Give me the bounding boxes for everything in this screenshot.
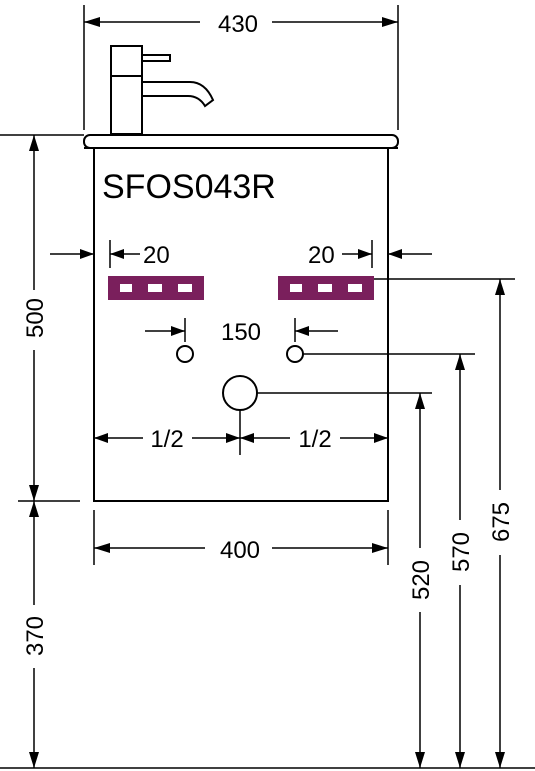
dim-half: 1/2 1/2 — [94, 426, 388, 453]
dim-hole-spacing: 150 — [145, 318, 338, 346]
dim-cabinet-width: 400 — [93, 510, 389, 565]
faucet-drawing — [110, 45, 215, 135]
dim-hole-height-label: 570 — [448, 532, 475, 572]
fixing-hole-left — [176, 345, 194, 363]
waste-hole — [222, 375, 258, 411]
dim-side-offset-left-label: 20 — [143, 242, 170, 269]
dim-top-width: 430 — [83, 5, 399, 130]
dim-hole-height: 570 — [303, 353, 475, 768]
dim-side-offset-right: 20 — [308, 240, 432, 269]
dim-side-offset-right-label: 20 — [308, 242, 335, 269]
cabinet-body — [93, 147, 389, 502]
dim-waste-height-label: 520 — [408, 560, 435, 600]
dim-cabinet-width-label: 400 — [220, 537, 260, 564]
basin-top — [83, 134, 399, 149]
dim-bracket-height: 675 — [374, 278, 515, 768]
dim-waste-height: 520 — [257, 392, 435, 768]
dim-side-offset-left: 20 — [50, 240, 170, 269]
model-label: SFOS043R — [102, 168, 276, 206]
dim-bracket-height-label: 675 — [488, 502, 515, 542]
bracket-left — [108, 276, 204, 300]
dim-half-left-label: 1/2 — [150, 426, 183, 453]
dim-half-right-label: 1/2 — [298, 426, 331, 453]
dim-hole-spacing-label: 150 — [221, 319, 261, 346]
fixing-hole-right — [286, 345, 304, 363]
bracket-right — [278, 276, 374, 300]
dim-left-vertical: 500 370 — [0, 134, 535, 769]
dim-floor-clearance-label: 370 — [22, 616, 49, 656]
dim-top-width-label: 430 — [218, 11, 258, 38]
dim-cabinet-height-label: 500 — [22, 298, 49, 338]
